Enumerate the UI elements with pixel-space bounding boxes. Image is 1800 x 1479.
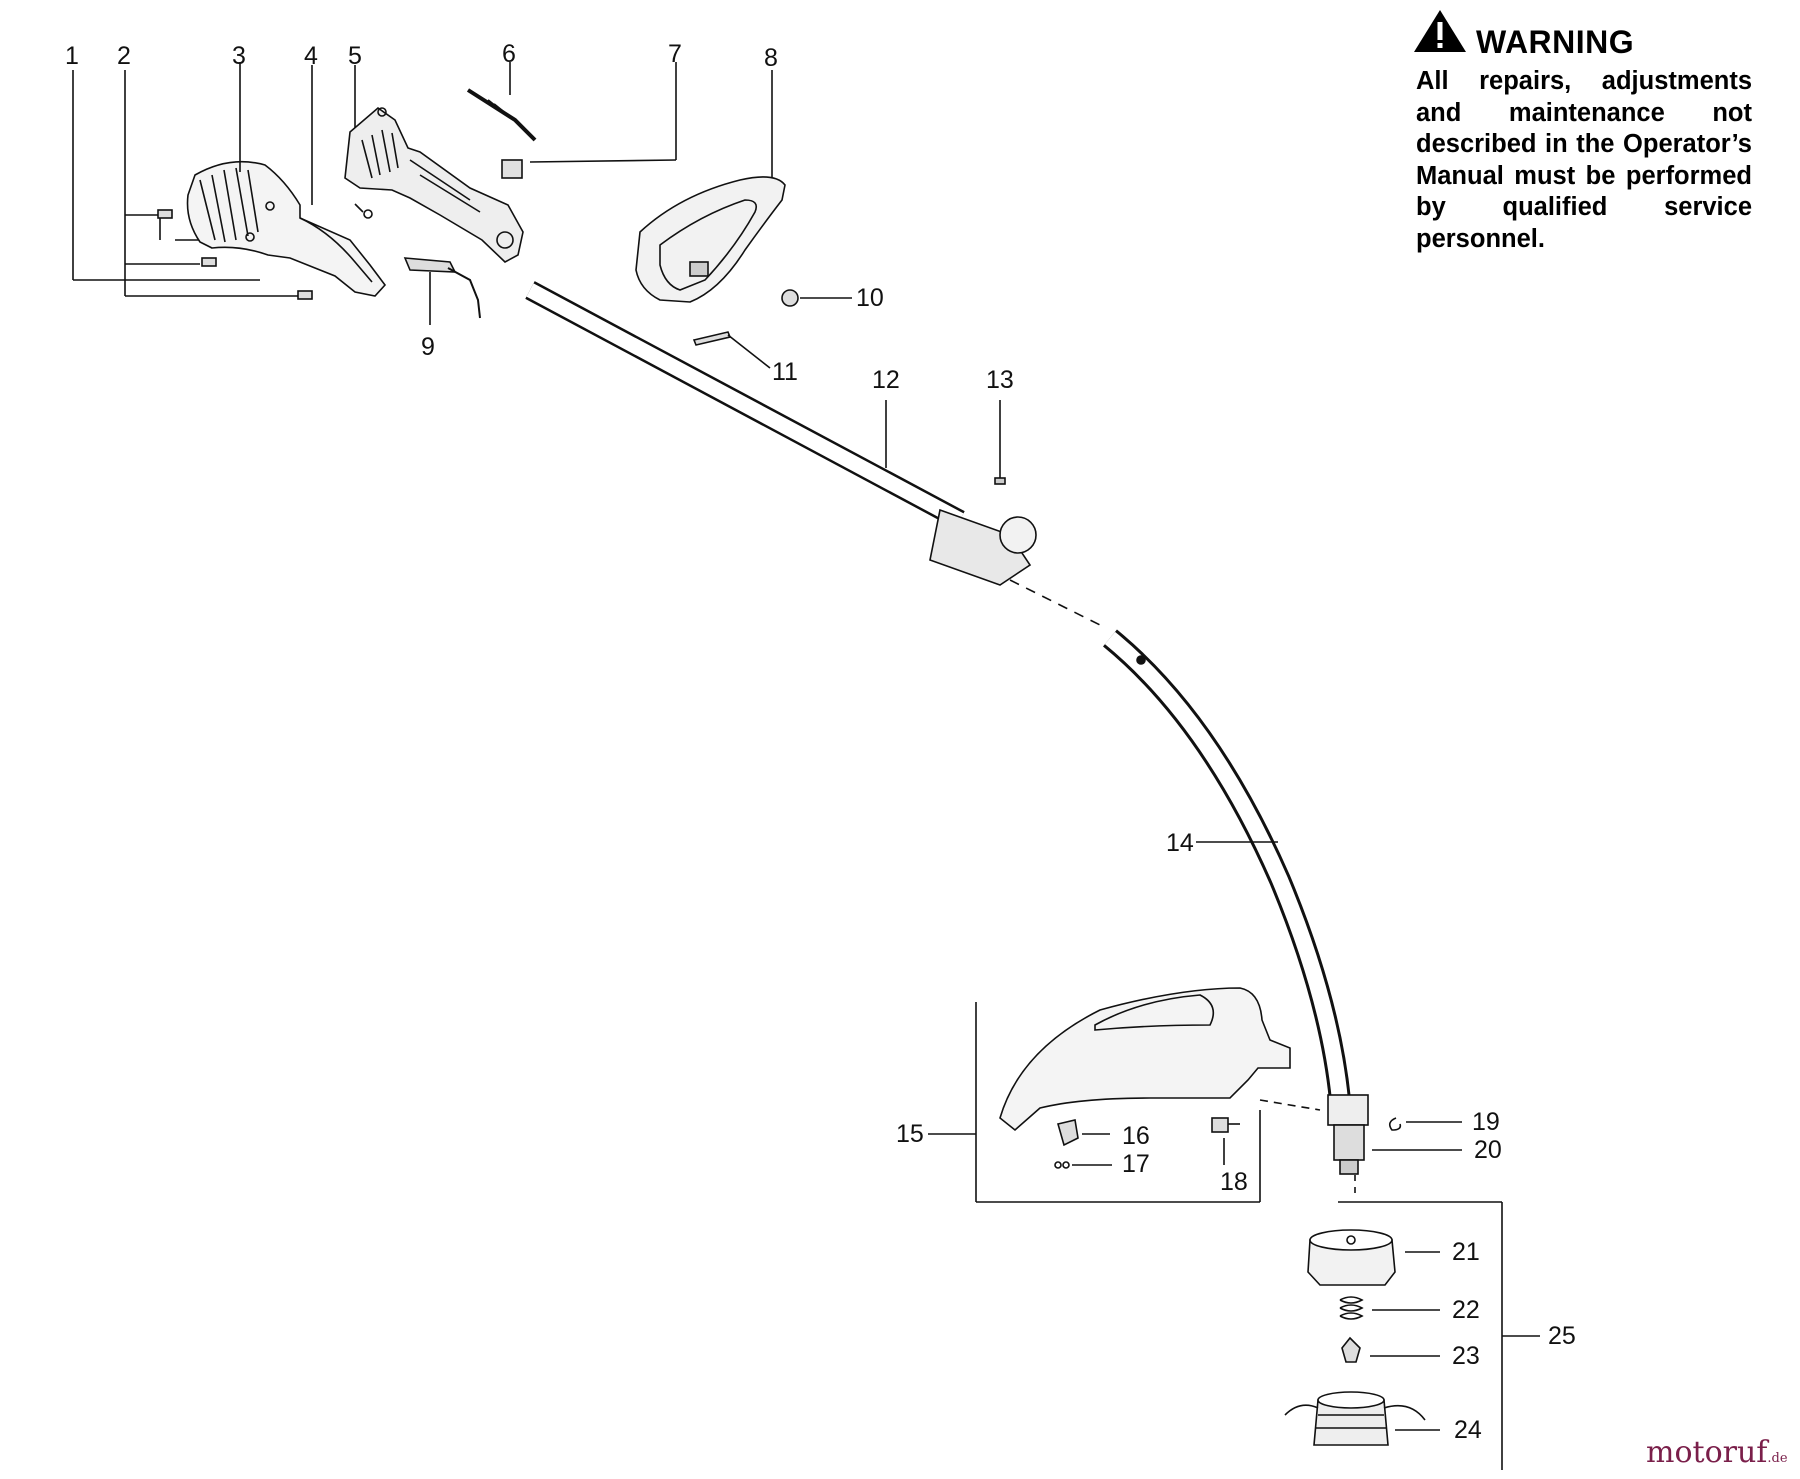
callout-4: 4 [304, 42, 318, 70]
motor-housing-part-5 [344, 106, 524, 263]
screw-part-13 [994, 400, 1006, 485]
spool-cover-part-21 [1307, 1229, 1440, 1286]
spring-part-22 [1339, 1296, 1440, 1320]
callout-8: 8 [764, 44, 778, 72]
guard-part-15 [928, 987, 1321, 1203]
drive-coupler [1327, 1094, 1462, 1198]
callout-9: 9 [421, 333, 435, 361]
callout-1: 1 [65, 42, 79, 70]
callout-2: 2 [117, 42, 131, 70]
cord-part-6 [466, 62, 537, 142]
handle-screws [157, 203, 373, 300]
callout-11: 11 [772, 358, 798, 386]
watermark-main: motoruf [1646, 1435, 1768, 1470]
knob-part-10 [781, 289, 852, 307]
leader-lines-1-2 [72, 70, 300, 297]
spool-part-24 [1284, 1391, 1440, 1446]
spool-bracket-25 [1338, 1201, 1540, 1470]
guard-fasteners [1054, 1117, 1240, 1169]
callout-14: 14 [1166, 829, 1194, 857]
warning-triangle-icon [1414, 10, 1466, 52]
assist-handle-part-8 [635, 70, 786, 303]
callout-23: 23 [1452, 1342, 1480, 1370]
callout-6: 6 [502, 40, 516, 68]
trigger-part-9 [403, 257, 481, 325]
bolt-part-11 [692, 331, 771, 369]
callout-19: 19 [1472, 1108, 1500, 1136]
warning-title: WARNING [1476, 23, 1635, 60]
callout-7: 7 [668, 40, 682, 68]
callout-12: 12 [872, 366, 900, 394]
lower-shaft-part-14 [1103, 629, 1351, 1102]
callout-18: 18 [1220, 1168, 1248, 1196]
callout-24: 24 [1454, 1416, 1482, 1444]
warning-text: All repairs, adjustments and maintenance… [1416, 67, 1752, 253]
callout-16: 16 [1122, 1122, 1150, 1150]
upper-shaft-part-12 [525, 281, 1037, 586]
watermark-logo: motoruf.de [1646, 1435, 1788, 1470]
warning-notice: WARNING All repairs, adjustments and mai… [1416, 20, 1752, 255]
callout-3: 3 [232, 42, 246, 70]
callout-17: 17 [1122, 1150, 1150, 1178]
callout-20: 20 [1474, 1136, 1502, 1164]
callout-15: 15 [896, 1120, 924, 1148]
watermark-suffix: .de [1767, 1451, 1788, 1466]
callout-5: 5 [348, 42, 362, 70]
callout-25: 25 [1548, 1322, 1576, 1350]
clip-part-23 [1341, 1336, 1440, 1363]
handle-cover-part-3 [186, 62, 387, 297]
callout-13: 13 [986, 366, 1014, 394]
switch-part-7 [501, 62, 677, 179]
callout-21: 21 [1452, 1238, 1480, 1266]
callout-10: 10 [856, 284, 884, 312]
callout-22: 22 [1452, 1296, 1480, 1324]
